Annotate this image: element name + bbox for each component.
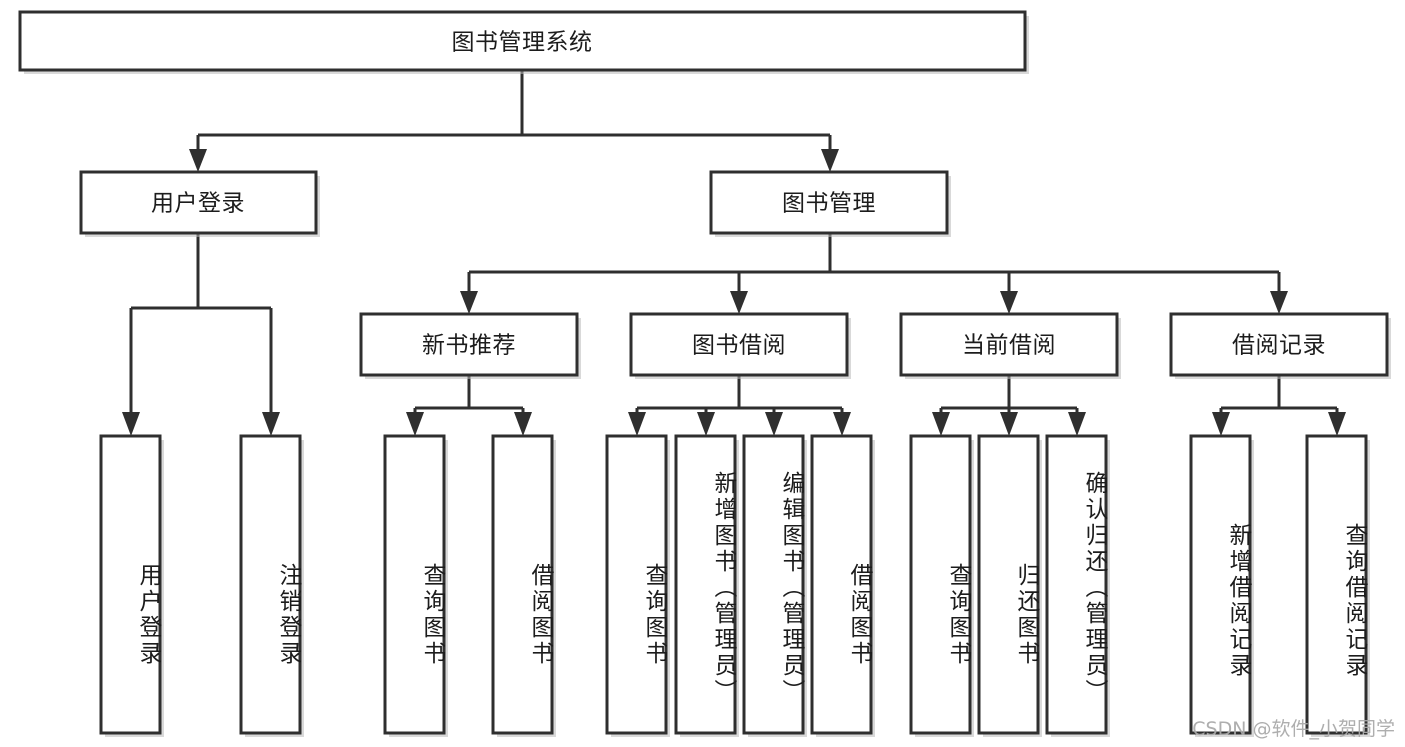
arrowhead-to-current-borrow [1000,291,1018,314]
node-leaf-user-logout-box [239,434,302,735]
node-leaf-return-book-box [977,434,1040,735]
node-new-book-recommend-label: 新书推荐 [422,333,516,359]
node-leaf-edit-book-box [742,434,805,735]
node-book-manage-label: 图书管理 [782,191,876,217]
node-book-manage[interactable]: 图书管理 [709,170,951,237]
node-book-borrow[interactable]: 图书借阅 [629,312,851,379]
node-leaf-user-login-box [99,434,162,735]
node-current-borrow-box [899,312,1119,377]
arrowhead-leaf-query-record [1328,412,1346,436]
edge-borrow-record-bus [1219,375,1339,418]
node-leaf-return-book[interactable] [977,434,1042,737]
node-leaf-user-logout[interactable] [239,434,304,737]
arrowhead-leaf-user-login [122,412,140,436]
node-leaf-query-record-box [1305,434,1368,735]
node-root-box [18,10,1027,72]
node-leaf-add-book-box [674,434,737,735]
edge-user-login-bus [129,233,273,418]
node-leaf-borrow-book-2-box [810,434,873,735]
node-book-borrow-label: 图书借阅 [692,333,786,359]
node-leaf-edit-book[interactable] [742,434,807,737]
node-user-login[interactable]: 用户登录 [79,170,320,237]
arrowhead-to-book-borrow [730,291,748,314]
arrowhead-leaf-confirm-return [1068,412,1086,436]
edge-book-borrow-bus [635,375,844,418]
node-current-borrow[interactable]: 当前借阅 [899,312,1121,379]
arrowhead-leaf-return-book [1000,412,1018,436]
edge-book-manage-bus [467,233,1281,297]
node-leaf-confirm-return-box [1045,434,1108,735]
arrowhead-leaf-user-logout [262,412,280,436]
node-leaf-borrow-book-1[interactable] [491,434,556,737]
node-new-book-recommend[interactable]: 新书推荐 [359,312,581,379]
node-root-label: 图书管理系统 [452,30,593,56]
arrowhead-leaf-edit-book [765,412,783,436]
arrowhead-leaf-query-book-3 [932,412,950,436]
node-new-book-recommend-box [359,312,579,377]
edge-current-borrow-bus [939,375,1079,418]
node-leaf-add-record[interactable] [1189,434,1254,737]
edge-new-book-recommend-bus [413,375,525,418]
node-leaf-add-record-box [1189,434,1252,735]
node-leaf-query-book-2-box [605,434,668,735]
csdn-watermark: CSDN @软件_小贺同学 [1192,718,1395,740]
arrowhead-leaf-add-book [697,412,715,436]
arrowhead-to-book-manage [821,149,839,172]
node-current-borrow-label: 当前借阅 [962,333,1056,359]
node-borrow-record[interactable]: 借阅记录 [1169,312,1391,379]
arrowhead-leaf-query-book-1 [406,412,424,436]
node-user-login-box [79,170,318,235]
arrowhead-to-borrow-record [1270,291,1288,314]
node-leaf-borrow-book-2[interactable] [810,434,875,737]
arrowhead-leaf-query-book-2 [628,412,646,436]
node-leaf-borrow-book-1-box [491,434,554,735]
node-layer: 图书管理系统 用户登录 图书管理 新书推荐 [18,10,1391,737]
arrowhead-to-user-login [189,149,207,172]
node-leaf-query-book-2[interactable] [605,434,670,737]
node-book-borrow-box [629,312,849,377]
edge-root-bus [196,70,832,155]
edge-layer [122,70,1346,436]
node-leaf-query-book-3-box [909,434,972,735]
arrowhead-leaf-borrow-book-1 [514,412,532,436]
node-leaf-query-record[interactable] [1305,434,1370,737]
node-borrow-record-label: 借阅记录 [1232,333,1326,359]
node-borrow-record-box [1169,312,1389,377]
node-leaf-confirm-return[interactable] [1045,434,1110,737]
node-book-manage-box [709,170,949,235]
node-root[interactable]: 图书管理系统 [18,10,1029,74]
arrowhead-leaf-borrow-book-2 [833,412,851,436]
node-leaf-query-book-1-box [383,434,446,735]
node-leaf-user-login[interactable] [99,434,164,737]
node-leaf-query-book-3[interactable] [909,434,974,737]
arrowhead-leaf-add-record [1212,412,1230,436]
node-user-login-label: 用户登录 [151,191,245,217]
arrowhead-to-new-book-recommend [460,291,478,314]
node-leaf-add-book[interactable] [674,434,739,737]
node-leaf-query-book-1[interactable] [383,434,448,737]
